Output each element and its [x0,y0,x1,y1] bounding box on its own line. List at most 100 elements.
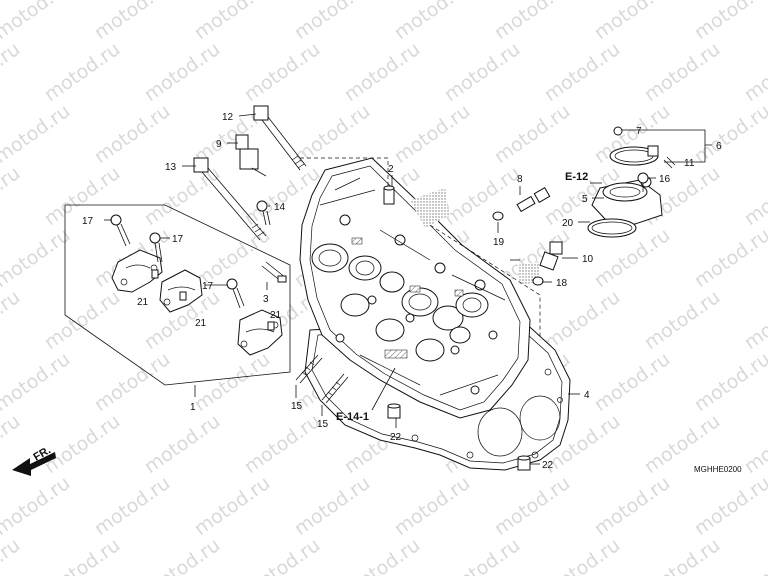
label-part-13: 13 [165,162,177,173]
label-part-7: 7 [636,126,642,137]
watermark-text: motod.ru [90,348,174,416]
watermark-text: motod.ru [640,534,724,576]
watermark-text: motod.ru [440,38,524,106]
dowel-21c [267,321,275,331]
watermark-text: motod.ru [690,100,768,168]
watermark-text: motod.ru [690,224,768,292]
label-part-15a: 15 [291,401,303,412]
label-part-21c: 21 [270,310,282,321]
watermark-text: motod.ru [240,534,324,576]
label-part-3: 3 [263,294,269,305]
label-part-17b: 17 [172,234,184,245]
dowel-21b [179,291,187,301]
watermark-text: motod.ru [540,286,624,354]
watermark-text: motod.ru [0,472,74,540]
dowel-2 [383,185,395,205]
watermark-text: motod.ru [490,100,574,168]
watermark-text: motod.ru [590,0,674,44]
label-part-15b: 15 [317,419,329,430]
watermark-text: motod.ru [440,162,524,230]
camshaft-holder-upper [111,249,163,293]
dowel-22b [517,455,531,471]
label-part-21a: 21 [137,297,149,308]
watermark-text: motod.ru [340,38,424,106]
screw-11 [663,156,676,169]
camshaft-holder-frame [64,204,291,386]
dowel-22a [387,403,401,419]
watermark-text: motod.ru [140,410,224,478]
label-part-11: 11 [684,158,695,169]
watermark-text: motod.ru [540,534,624,576]
watermark-text: motod.ru [0,348,74,416]
watermark-text: motod.ru [690,348,768,416]
sealant-area [410,188,450,228]
label-part-4: 4 [584,390,590,401]
label-part-17c: 17 [202,281,214,292]
label-part-9: 9 [216,139,222,150]
leader-lines [104,113,712,465]
label-part-8: 8 [517,174,523,185]
label-part-22a: 22 [390,432,402,443]
watermark-text: motod.ru [40,38,124,106]
bolt-17c [226,278,245,309]
label-part-5: 5 [582,194,588,205]
watermark-text: motod.ru [90,472,174,540]
watermark-text: motod.ru [490,0,574,44]
dowel-21a [151,269,159,279]
watermark-text: motod.ru [740,38,768,106]
watermark-text: motod.ru [90,100,174,168]
watermark-text: motod.ru [190,348,274,416]
watermark-text: motod.ru [590,348,674,416]
stud-15a [295,354,323,384]
label-part-17a: 17 [82,216,94,227]
camshaft-holder-lower [237,309,283,356]
sensor-10 [539,241,563,271]
label-part-6: 6 [716,141,722,152]
watermark-text: motod.ru [690,472,768,540]
watermark-text: motod.ru [290,472,374,540]
camshaft-holder-middle [159,269,203,313]
watermark-text: motod.ru [440,534,524,576]
sensor-9 [235,134,267,177]
watermark-text: motod.ru [290,0,374,44]
label-part-18: 18 [556,278,568,289]
bolt-14 [256,200,271,226]
watermark-text: motod.ru [0,100,74,168]
watermark-text: motod.ru [740,534,768,576]
part-labels: 12 9 13 14 17 17 17 21 21 21 1 2 3 15 15… [32,112,743,474]
watermark-text: motod.ru [390,0,474,44]
watermark-text: motod.ru [40,410,124,478]
watermark-text: motod.ru [640,38,724,106]
stud-3 [261,261,287,283]
watermark-text: motod.ru [190,0,274,44]
bolt-13 [193,157,267,241]
watermark-text: motod.ru [240,410,324,478]
label-part-22b: 22 [542,460,554,471]
watermark-text: motod.ru [40,534,124,576]
watermark-text: motod.ru [590,472,674,540]
bolt-17a [110,214,131,247]
label-part-14: 14 [274,202,286,213]
label-part-20: 20 [562,218,574,229]
watermark-text: motod.ru [0,38,24,106]
watermark-text: motod.ru [0,534,24,576]
watermark-text: motod.ru [0,224,74,292]
watermark-text: motod.ru [690,0,768,44]
diagram-code: MGHHE0200 [694,465,742,474]
label-part-21b: 21 [195,318,207,329]
label-part-1: 1 [190,402,196,413]
front-arrow-icon [12,452,56,476]
watermark-text: motod.ru [740,410,768,478]
label-part-2: 2 [388,164,394,175]
watermark-text: motod.ru [190,472,274,540]
watermark-text: motod.ru [0,286,24,354]
o-ring [587,218,637,238]
watermark-text: motod.ru [0,162,24,230]
cylinder-head [299,157,531,419]
watermark-text: motod.ru [540,38,624,106]
watermark-text: motod.ru [740,286,768,354]
label-part-19: 19 [493,237,505,248]
label-part-16: 16 [659,174,671,185]
watermark-text: motod.ru [140,38,224,106]
